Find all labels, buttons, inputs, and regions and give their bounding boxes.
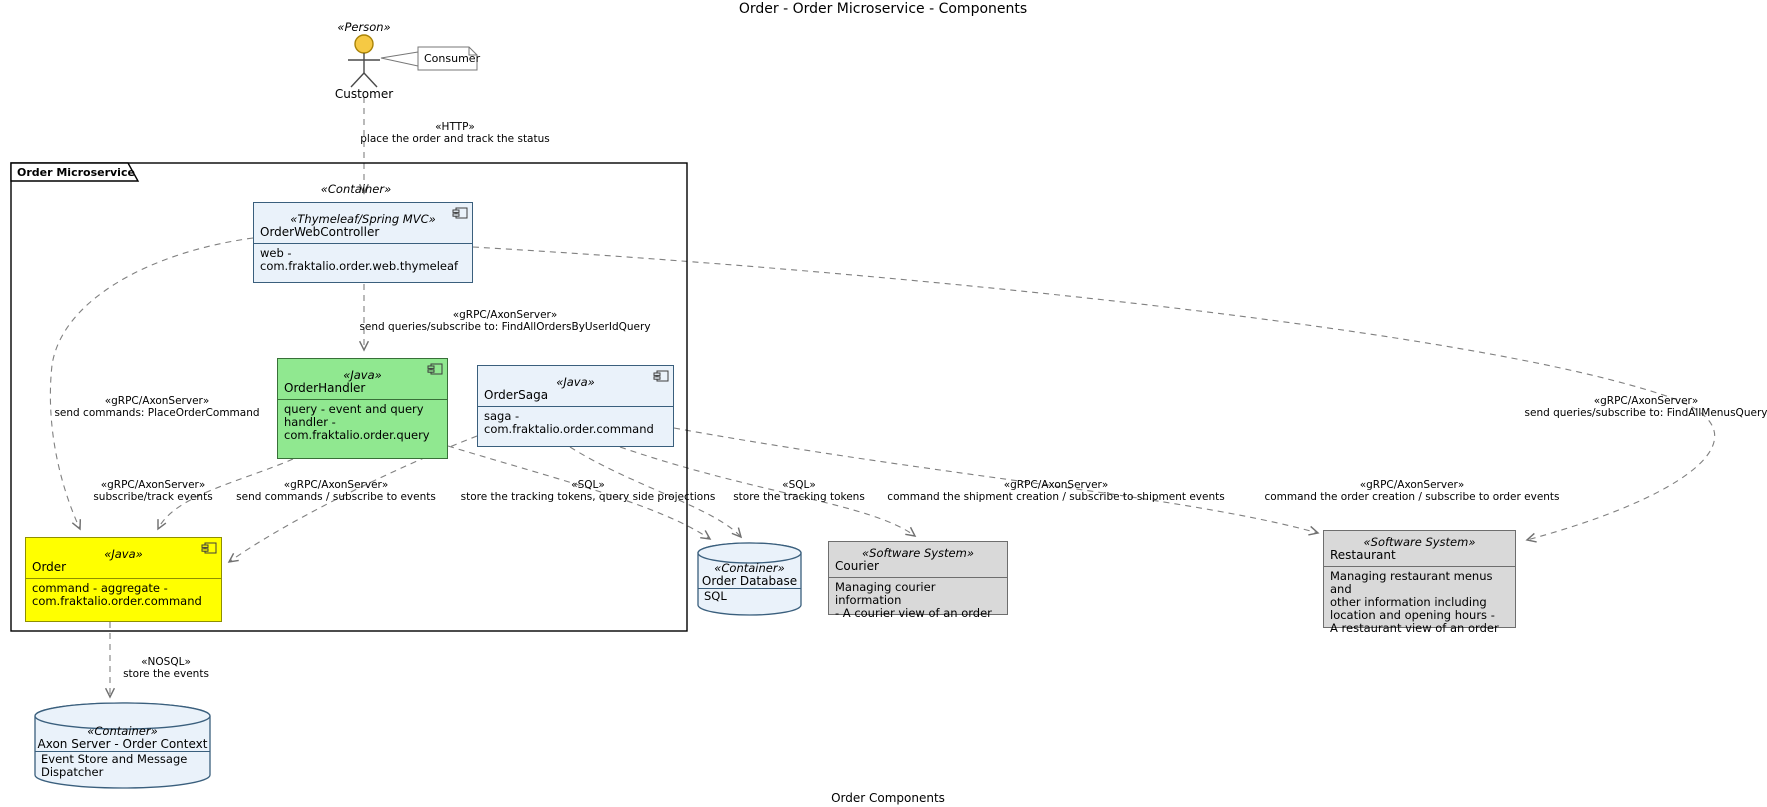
edge-label-find-all-orders: «gRPC/AxonServer» send queries/subscribe… — [359, 309, 651, 333]
database-name: Axon Server - Order Context — [37, 737, 208, 751]
stereotype: «Software System» — [1363, 535, 1476, 549]
page-title: Order - Order Microservice - Components — [738, 1, 1028, 17]
edge-label-sql-projections: «SQL» store the tracking tokens, query s… — [460, 479, 716, 503]
component-description: web - com.fraktalio.order.web.thymeleaf — [254, 243, 472, 282]
stereotype: «Java» — [343, 368, 382, 382]
database-name: Order Database — [701, 574, 798, 588]
edge-label-nosql-store-events: «NOSQL» store the events — [123, 656, 209, 680]
component-name: Order — [32, 560, 67, 574]
edge-label-find-all-menus: «gRPC/AxonServer» send queries/subscribe… — [1524, 395, 1767, 419]
component-icon — [653, 370, 669, 382]
component-order-saga: «Java» OrderSaga saga - com.fraktalio.or… — [477, 365, 674, 447]
frame-container-stereotype: «Container» — [320, 182, 392, 196]
note-fold — [468, 47, 477, 56]
system-courier: «Software System» Courier Managing couri… — [828, 541, 1008, 620]
stereotype: «Container» — [87, 724, 158, 738]
edge-label-order-events: «gRPC/AxonServer» command the order crea… — [1264, 479, 1560, 503]
system-description: Managing restaurant menus and other info… — [1324, 566, 1515, 635]
component-name: OrderSaga — [484, 388, 549, 402]
component-icon — [452, 207, 468, 219]
component-description: command - aggregate - com.fraktalio.orde… — [26, 578, 221, 621]
edge-label-http: «HTTP» place the order and track the sta… — [360, 121, 550, 145]
actor-head — [354, 34, 374, 54]
database-technology: SQL — [698, 588, 801, 603]
frame-tab — [10, 162, 140, 182]
note-shape — [417, 46, 478, 71]
stereotype: «Java» — [104, 547, 143, 561]
component-description: saga - com.fraktalio.order.command — [478, 406, 673, 446]
component-name: OrderWebController — [260, 225, 380, 239]
actor-stereotype: «Person» — [337, 20, 391, 34]
system-name: Restaurant — [1330, 548, 1396, 562]
component-description: query - event and query handler - com.fr… — [278, 399, 447, 458]
component-order-handler: «Java» OrderHandler query - event and qu… — [277, 358, 448, 459]
frame-label: Order Microservice — [17, 166, 135, 179]
actor-name: Customer — [334, 87, 394, 101]
stereotype: «Java» — [556, 375, 595, 389]
edge-webcontroller-to-order — [49, 237, 254, 531]
frame-border — [10, 162, 688, 632]
component-order-web-controller: «Thymeleaf/Spring MVC» OrderWebControlle… — [253, 202, 473, 283]
note-consumer-text: Consumer — [424, 52, 481, 65]
actor-customer-figure — [348, 34, 380, 88]
edge-label-sql-tracking-tokens: «SQL» store the tracking tokens — [733, 479, 865, 503]
database-description: Event Store and Message Dispatcher — [35, 751, 210, 779]
stereotype: «Container» — [714, 561, 785, 575]
system-description: Managing courier information - A courier… — [829, 577, 1007, 620]
diagram-caption: Order Components — [831, 791, 945, 805]
cylinder-axon-server — [34, 702, 211, 789]
edge-label-place-order-command: «gRPC/AxonServer» send commands: PlaceOr… — [54, 395, 260, 419]
edge-ordersaga-to-database — [569, 446, 743, 539]
edge-label-send-commands-subscribe: «gRPC/AxonServer» send commands / subscr… — [236, 479, 436, 503]
note-connector — [380, 51, 419, 67]
cylinder-order-database — [697, 542, 802, 616]
component-order-aggregate: «Java» Order command - aggregate - com.f… — [25, 537, 222, 622]
edge-ordersaga-to-courier — [619, 446, 917, 537]
edge-ordersaga-to-restaurant — [673, 427, 1320, 536]
edge-webcontroller-to-restaurant — [472, 246, 1716, 543]
database-axon-server: «Container» Axon Server - Order Context … — [35, 722, 210, 779]
system-name: Courier — [835, 559, 879, 573]
component-name: OrderHandler — [284, 381, 366, 395]
system-restaurant: «Software System» Restaurant Managing re… — [1323, 530, 1516, 635]
edge-label-subscribe-track-events: «gRPC/AxonServer» subscribe/track events — [93, 479, 213, 503]
stereotype: «Software System» — [862, 546, 974, 560]
component-icon — [427, 363, 443, 375]
edge-label-shipment-events: «gRPC/AxonServer» command the shipment c… — [887, 479, 1225, 503]
database-order-database: «Container» Order Database SQL — [698, 559, 801, 603]
stereotype: «Thymeleaf/Spring MVC» — [290, 212, 436, 226]
edge-orderhandler-to-database — [447, 445, 712, 540]
component-icon — [201, 542, 217, 554]
